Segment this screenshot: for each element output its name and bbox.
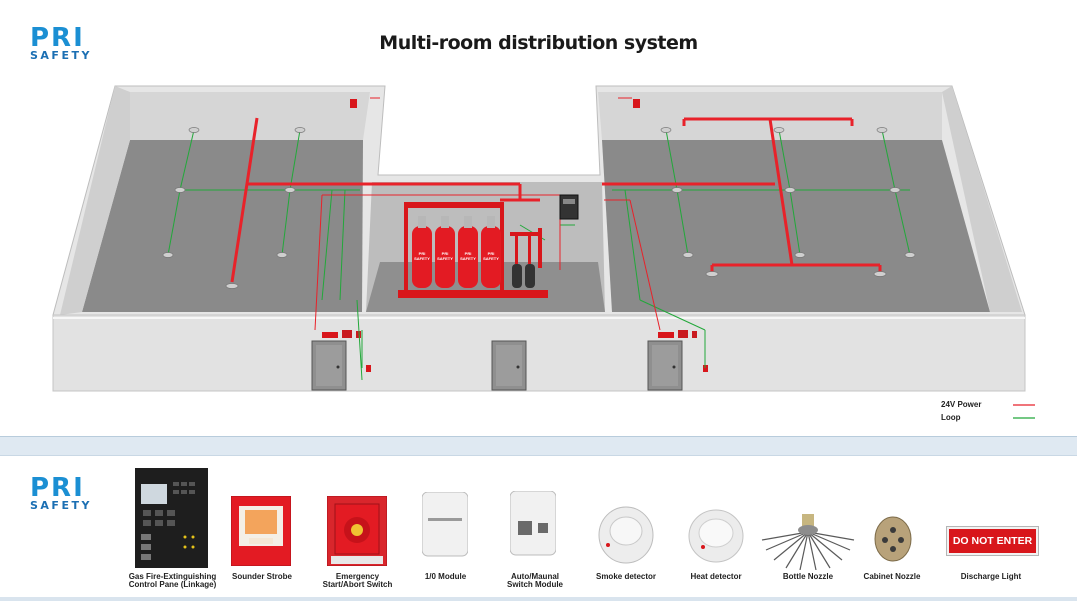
cylinder-label-3: PRI xyxy=(465,251,472,256)
start-abort-switch-icon xyxy=(326,495,388,567)
gas-cylinder-3 xyxy=(458,216,478,288)
auto-manual-switch-icon xyxy=(509,490,557,563)
wall-alarm-right xyxy=(633,99,640,108)
door-left xyxy=(311,340,347,391)
loop-wiring xyxy=(167,129,911,381)
section-divider xyxy=(0,436,1077,456)
cylinder-label-2: PRI xyxy=(442,251,449,256)
device-label-control-panel: Gas Fire-Extinguishing Control Pane (Lin… xyxy=(128,572,217,589)
legend-loop-label: Loop xyxy=(941,413,961,422)
brand-logo: PRI SAFETY xyxy=(30,23,110,62)
device-label-cabinet-nozzle: Cabinet Nozzle xyxy=(863,572,921,581)
device-label-start-abort: Emergency Start/Abort Switch xyxy=(322,572,393,589)
brand-logo-bottom: PRI SAFETY xyxy=(30,473,110,512)
page-title: Multi-room distribution system xyxy=(379,32,698,54)
cylinder-labels: PRI SAFETY PRI SAFETY PRI SAFETY PRI SAF… xyxy=(414,251,499,261)
cylinder-label-2b: SAFETY xyxy=(437,256,453,261)
door-center xyxy=(491,340,527,391)
cylinder-label-4: PRI xyxy=(488,251,495,256)
cylinder-label-3b: SAFETY xyxy=(460,256,476,261)
pilot-cylinders xyxy=(510,228,542,288)
discharge-light-right xyxy=(658,330,697,338)
gas-cylinders xyxy=(412,216,501,288)
legend-power-label: 24V Power xyxy=(941,400,982,409)
building-diagram: PRI SAFETY PRI SAFETY PRI SAFETY PRI SAF… xyxy=(52,85,1035,419)
right-room-back-wall xyxy=(598,92,942,140)
right-room-side-wall xyxy=(942,86,1022,312)
left-room-side-wall xyxy=(60,86,130,315)
start-abort-switch-right xyxy=(703,365,708,372)
device-label-heat-detector: Heat detector xyxy=(690,572,742,581)
gas-cylinder-2 xyxy=(435,216,455,288)
device-label-auto-manual: Auto/Maunal Switch Module xyxy=(507,572,563,589)
device-label-discharge-light: Discharge Light xyxy=(960,572,1022,581)
smoke-detector-icon xyxy=(598,505,654,565)
device-label-bottle-nozzle: Bottle Nozzle xyxy=(782,572,834,581)
power-piping xyxy=(230,117,882,283)
device-label-sounder-strobe: Sounder Strobe xyxy=(231,572,292,581)
door-right xyxy=(647,340,683,391)
brand-tagline: SAFETY xyxy=(30,49,92,62)
gas-cylinder-1 xyxy=(412,216,432,288)
ceiling-detectors xyxy=(162,127,916,289)
discharge-light-icon: DO NOT ENTER xyxy=(947,527,1038,555)
bottom-border xyxy=(0,597,1077,601)
brand-name-bottom: PRI xyxy=(30,473,85,503)
sounder-strobe-icon xyxy=(230,495,292,567)
io-module-icon xyxy=(421,491,469,562)
cabinet-nozzle-icon xyxy=(874,516,912,562)
cylinder-rack xyxy=(398,202,548,298)
front-wall xyxy=(52,314,1026,392)
brand-tagline-bottom: SAFETY xyxy=(30,499,92,512)
start-abort-switch-left xyxy=(366,365,371,372)
device-label-io-module: 1/0 Module xyxy=(424,572,467,581)
cylinder-label-1b: SAFETY xyxy=(414,256,430,261)
heat-detector-icon xyxy=(688,509,744,563)
left-room-back-wall xyxy=(130,92,370,140)
cylinder-label-1: PRI xyxy=(419,251,426,256)
control-panel-icon xyxy=(135,468,208,568)
discharge-light-left xyxy=(322,330,361,338)
bottle-nozzle-icon xyxy=(760,514,856,571)
cylinder-label-4b: SAFETY xyxy=(483,256,499,261)
brand-name: PRI xyxy=(30,23,85,53)
room-control-panel xyxy=(559,194,579,220)
wall-alarm-left xyxy=(350,99,357,108)
gas-cylinder-4 xyxy=(481,216,501,288)
device-label-smoke-detector: Smoke detector xyxy=(595,572,657,581)
